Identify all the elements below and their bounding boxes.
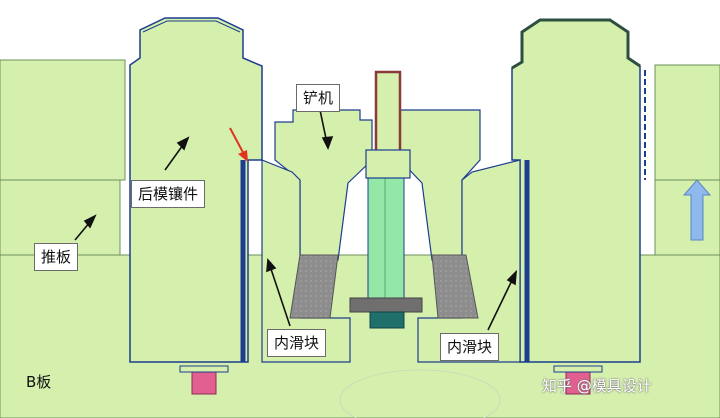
right-rear-insert <box>511 19 641 363</box>
center-guide-pin <box>367 177 405 299</box>
pin-head <box>365 149 411 179</box>
blue-up-arrow <box>682 179 712 241</box>
label-shovel: 铲机 <box>296 84 341 112</box>
label-inner-slider-left: 内滑块 <box>267 329 327 357</box>
label-rear-insert: 后模镶件 <box>131 180 206 208</box>
inner-slider-left-wedge <box>289 254 339 319</box>
ejector-cap-right <box>553 365 603 373</box>
annotation-arrows <box>74 109 517 331</box>
ejector-cap-left <box>179 365 229 373</box>
upper-left-plate <box>0 59 126 181</box>
label-b-plate: B板 <box>26 373 52 391</box>
pin-rod <box>374 70 402 154</box>
right-insert-dark-outline <box>511 18 641 70</box>
watermark: 知乎 @模具设计 <box>542 377 652 395</box>
pin-collar <box>349 297 423 313</box>
push-plate <box>0 179 121 256</box>
red-arrow <box>229 127 248 162</box>
left-insert-inner-line <box>142 20 241 33</box>
ejector-head-left <box>191 369 217 395</box>
upper-right-plate <box>654 64 720 181</box>
shovel-block-left <box>274 109 373 261</box>
label-push-plate: 推板 <box>34 243 79 271</box>
watermark-circle <box>339 369 501 418</box>
inner-slider-right-wedge <box>431 254 479 319</box>
pin-base <box>369 311 405 329</box>
label-inner-slider-right: 内滑块 <box>440 333 500 361</box>
